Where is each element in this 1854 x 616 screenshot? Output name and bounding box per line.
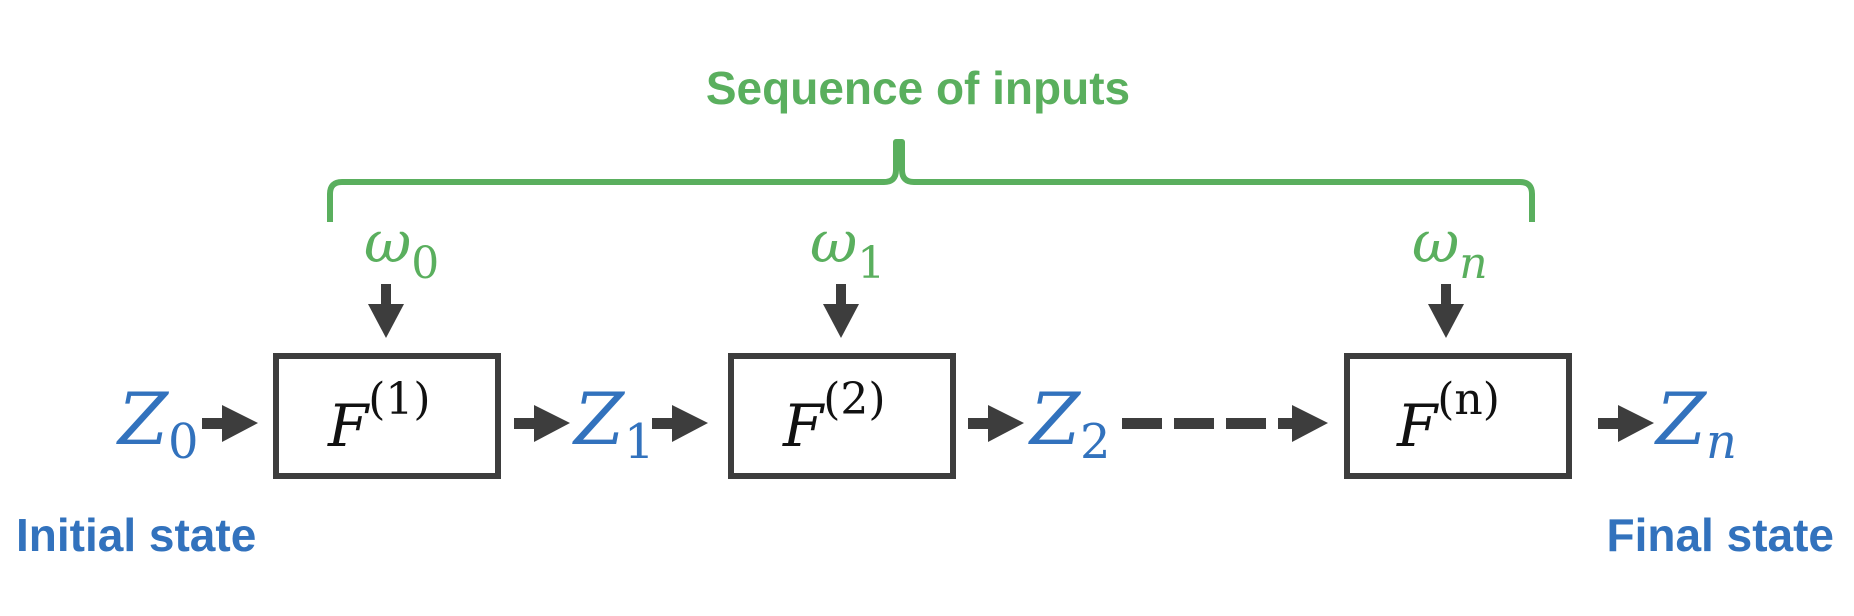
state-z1-label: Z1	[572, 377, 655, 470]
arrow-f2-to-z2	[968, 405, 1024, 442]
block-f1-label: F(1)	[327, 374, 431, 460]
arrow-fn-to-zn	[1598, 405, 1654, 442]
arrow-f1-to-z1	[514, 405, 570, 442]
title: Sequence of inputs	[706, 62, 1130, 114]
arrow-z0-to-f1	[202, 405, 258, 442]
input-brace	[327, 139, 1535, 222]
dashed-arrow-z2-to-fn	[1122, 405, 1328, 442]
final-state-label: Final state	[1606, 509, 1834, 561]
omega-n-label: ωn	[1412, 208, 1488, 289]
arrow-omegan-to-fn	[1428, 284, 1464, 338]
arrow-omega0-to-f1	[368, 284, 404, 338]
arrow-omega1-to-f2	[823, 284, 859, 338]
block-f2	[728, 353, 956, 479]
omega-0-label: ω0	[364, 208, 439, 289]
arrow-z1-to-f2	[652, 405, 708, 442]
omega-1-label: ω1	[810, 208, 885, 289]
initial-state-label: Initial state	[16, 509, 256, 561]
state-z2-label: Z2	[1028, 377, 1111, 470]
block-f2-label: F(2)	[782, 374, 886, 460]
block-fn-label: F(n)	[1396, 374, 1500, 460]
block-fn	[1344, 353, 1572, 479]
state-zn-label: Zn	[1654, 377, 1737, 470]
block-f1	[273, 353, 501, 479]
state-z0-label: Z0	[116, 377, 199, 470]
